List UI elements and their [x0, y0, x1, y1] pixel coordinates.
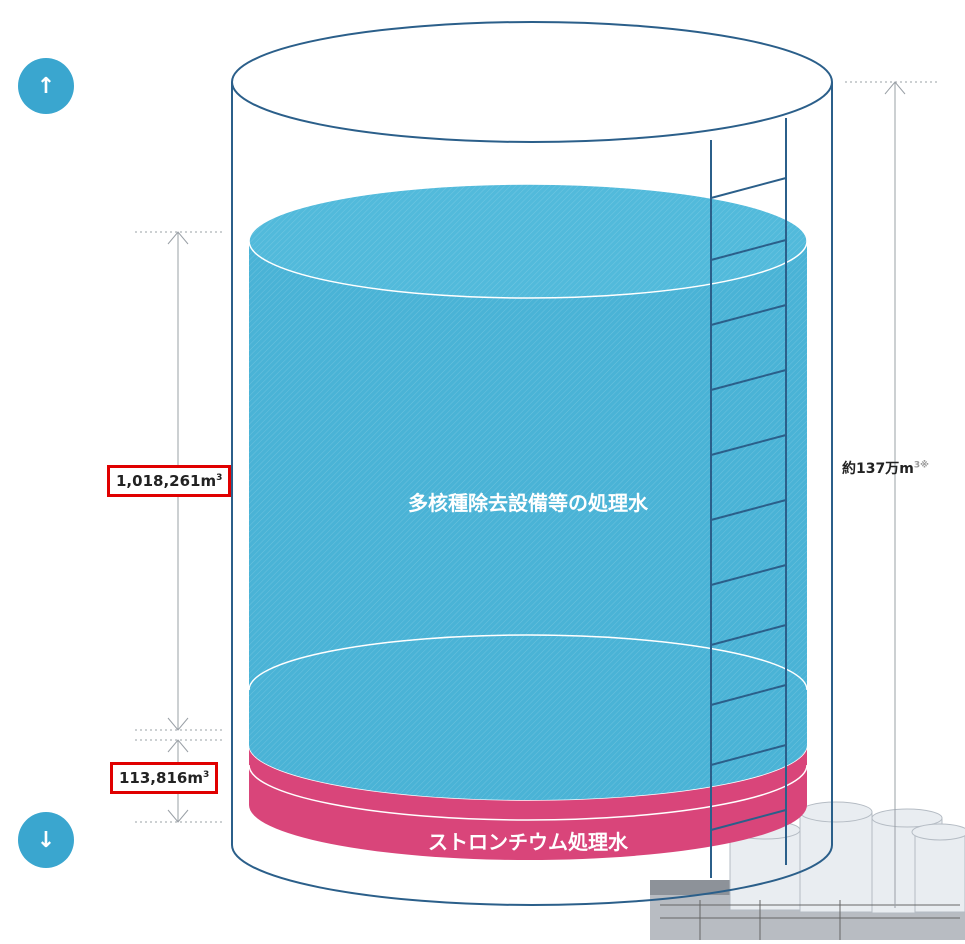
alps-water-layer	[248, 183, 808, 800]
total-dimension	[845, 81, 940, 908]
strontium-volume-label: 113,816m3	[110, 762, 219, 794]
arrow-up-icon: ↑	[36, 73, 56, 99]
alps-volume-label: 1,018,261m3	[107, 465, 232, 497]
strontium-water-label: ストロンチウム処理水	[428, 830, 628, 854]
tank-top	[231, 21, 833, 143]
arrow-down-icon: ↓	[36, 827, 56, 853]
scroll-up-button[interactable]: ↑	[18, 58, 74, 114]
total-volume-label: 約137万m3※	[842, 460, 929, 477]
ladder	[710, 118, 787, 878]
scroll-down-button[interactable]: ↓	[18, 812, 74, 868]
alps-water-label: 多核種除去設備等の処理水	[408, 491, 648, 515]
tank-outline	[231, 82, 833, 845]
tank-bottom	[231, 844, 833, 906]
